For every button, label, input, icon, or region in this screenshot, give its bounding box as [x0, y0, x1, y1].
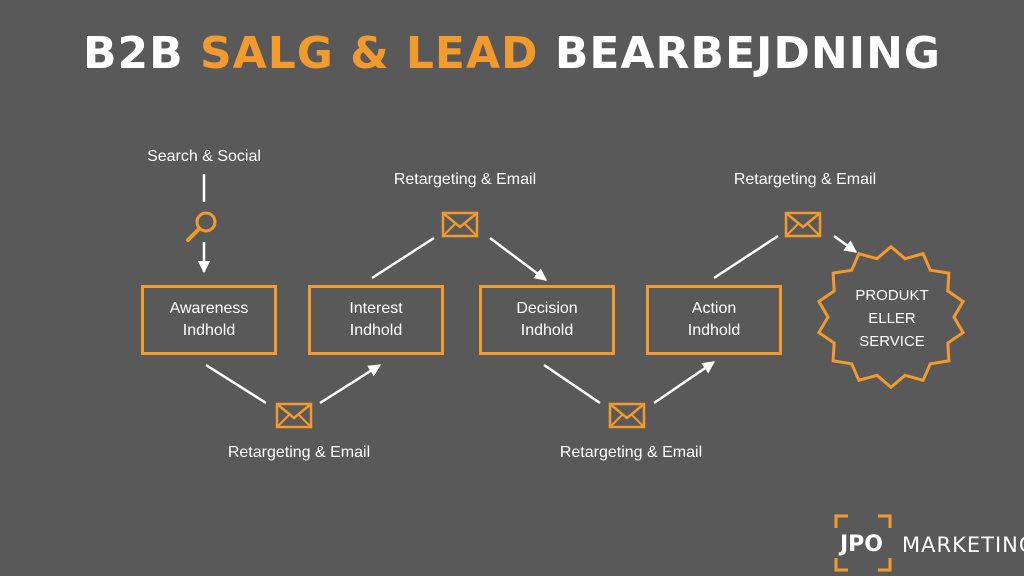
title-highlight: SALG & LEAD — [199, 28, 539, 79]
stage-sublabel: Indhold — [687, 322, 741, 339]
connector-line — [543, 363, 601, 405]
stage-sublabel: Indhold — [520, 322, 574, 339]
logo-text: MARKETING — [902, 533, 1024, 557]
stage-decision: Decision Indhold — [479, 285, 615, 355]
stage-interest: Interest Indhold — [308, 285, 444, 355]
stage-label: Decision — [516, 300, 578, 317]
stage-sublabel: Indhold — [349, 322, 403, 339]
envelope-icon — [275, 402, 313, 429]
stage-label: Interest — [349, 300, 403, 317]
envelope-icon — [441, 211, 479, 238]
logo-mark-text: JPO — [840, 532, 884, 557]
logo-bracket-icon — [834, 514, 892, 572]
product-line-1: PRODUKT — [855, 287, 929, 304]
retargeting-label-lower-2: Retargeting & Email — [559, 444, 703, 461]
arrow-icon — [489, 237, 547, 281]
envelope-icon — [784, 211, 822, 238]
arrow-icon — [833, 234, 858, 254]
connector-line — [205, 363, 267, 405]
product-burst-shape — [816, 244, 966, 390]
search-social-label: Search & Social — [147, 148, 261, 165]
product-line-2: ELLER — [868, 310, 916, 327]
arrow-icon — [319, 363, 382, 405]
retargeting-label-upper-1: Retargeting & Email — [393, 171, 537, 188]
connector-line — [713, 234, 779, 280]
product-service-label: PRODUKT ELLER SERVICE — [822, 284, 962, 353]
title-part-2: BEARBEJDNING — [538, 28, 942, 79]
retargeting-label-lower-1: Retargeting & Email — [227, 444, 371, 461]
stage-label: Action — [691, 300, 737, 317]
envelope-icon — [608, 402, 646, 429]
search-icon — [186, 211, 217, 242]
connector-line — [371, 236, 435, 280]
stage-awareness: Awareness Indhold — [141, 285, 277, 355]
page-title: B2B SALG & LEAD BEARBEJDNING — [0, 28, 1024, 79]
stage-action: Action Indhold — [646, 285, 782, 355]
stage-sublabel: Indhold — [182, 322, 236, 339]
stage-label: Awareness — [169, 300, 249, 317]
product-line-3: SERVICE — [859, 333, 925, 350]
title-part-1: B2B — [82, 28, 200, 79]
arrow-icon — [653, 360, 716, 405]
retargeting-label-upper-2: Retargeting & Email — [733, 171, 877, 188]
